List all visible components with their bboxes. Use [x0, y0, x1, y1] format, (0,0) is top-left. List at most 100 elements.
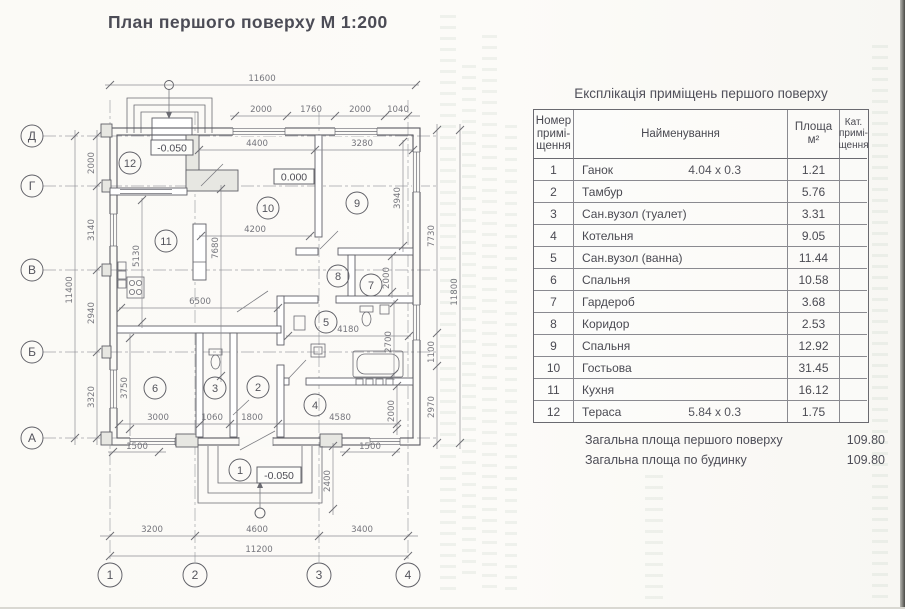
room-name: Гостьова [582, 360, 632, 375]
washbasin [293, 315, 306, 331]
floor-plan-drawing: 11600 2000 1760 2000 1040 11400 2000 3 1 4… [20, 74, 465, 588]
room-1-porch: 1 [237, 465, 243, 477]
room-name: Гардероб [582, 294, 635, 309]
table-row: 5 Сан.вузол (ванна) 11.44 [534, 247, 868, 269]
room-area: 1.75 [788, 401, 840, 422]
svg-text:7680: 7680 [211, 237, 221, 259]
axis-D: Д [28, 129, 36, 143]
room-name: Тамбур [582, 184, 623, 199]
room-area: 3.68 [788, 291, 840, 313]
svg-text:1760: 1760 [300, 105, 322, 115]
table-row: 11 Кухня 16.12 [534, 379, 868, 401]
room-8-corridor: 8 [335, 271, 341, 283]
room-3-wc: 3 [212, 383, 218, 395]
window-left-2 [109, 369, 118, 409]
room-12-terrace: 12 [124, 158, 136, 170]
svg-text:1800: 1800 [241, 413, 263, 423]
svg-text:2000: 2000 [349, 105, 371, 115]
svg-text:2000: 2000 [382, 267, 392, 289]
toilet-bathroom [359, 305, 374, 327]
svg-text:2400: 2400 [323, 470, 333, 492]
svg-text:1060: 1060 [201, 413, 223, 423]
bathtub [352, 350, 404, 386]
explication-table: Номер примі- щення Найменування Площа м²… [533, 109, 869, 423]
room-2-tambour: 2 [255, 382, 261, 394]
level-terrace: -0.050 [157, 143, 187, 155]
table-row: 2 Тамбур 5.76 [534, 181, 868, 203]
svg-text:3000: 3000 [147, 413, 169, 423]
dim-top-total: 11600 [248, 74, 275, 84]
svg-text:3280: 3280 [351, 139, 373, 149]
svg-text:4200: 4200 [244, 225, 266, 235]
table-row: 7 Гардероб 3.68 [534, 291, 868, 313]
interior-walls [109, 134, 414, 438]
room-name: Коридор [582, 316, 630, 331]
room-markers: 1 2 3 4 5 6 7 8 9 10 11 12 [118, 151, 383, 482]
page-title: План першого поверху М 1:200 [108, 12, 388, 32]
level-main: 0.000 [281, 172, 307, 184]
window-left-1 [109, 213, 118, 247]
svg-text:2970: 2970 [427, 396, 437, 418]
table-row: 9 Спальня 12.92 [534, 335, 868, 357]
room-4-boiler: 4 [312, 400, 318, 412]
room-area: 2.53 [788, 313, 840, 335]
header-category: Кат. примі- щення [838, 110, 869, 159]
windows [109, 127, 421, 451]
axis-1: 1 [107, 568, 114, 582]
axis-2: 2 [192, 568, 199, 582]
kitchen-stove [117, 261, 145, 299]
room-size-note: 5.84 x 0.3 [688, 404, 741, 419]
room-7-wardrobe: 7 [368, 280, 374, 292]
room-name: Сан.вузол (туалет) [582, 206, 687, 221]
axis-3: 3 [316, 568, 323, 582]
svg-text:1100: 1100 [427, 341, 437, 363]
room-area: 3.31 [788, 203, 840, 225]
window-bottom-2 [369, 437, 401, 446]
scan-edge-bottom [0, 607, 905, 609]
svg-text:3750: 3750 [120, 377, 130, 399]
svg-text:2940: 2940 [87, 302, 97, 324]
fixtures [117, 261, 404, 386]
room-name: Спальня [582, 338, 631, 353]
svg-text:4600: 4600 [246, 525, 268, 535]
header-number: Номер примі- щення [534, 110, 574, 159]
svg-text:3320: 3320 [87, 386, 97, 408]
window-right-1 [412, 151, 421, 193]
table-row: 8 Коридор 2.53 [534, 313, 868, 335]
room-area: 12.92 [788, 335, 840, 357]
room-name: Кухня [582, 382, 615, 397]
window-top-1 [232, 127, 286, 136]
svg-text:1040: 1040 [387, 105, 409, 115]
level-porch: -0.050 [264, 470, 294, 482]
axis-G: Г [29, 179, 36, 193]
axis-V: В [28, 263, 36, 277]
dimension-lines [70, 80, 465, 561]
table-row: 3 Сан.вузол (туалет) 3.31 [534, 203, 868, 225]
room-area: 9.05 [788, 225, 840, 247]
entrance-opening [238, 430, 276, 451]
table-row: 10 Гостьова 31.45 [534, 357, 868, 379]
dimension-texts: 11600 2000 1760 2000 1040 11400 2000 3 1 4… [65, 74, 460, 555]
level-marks: -0.050 0.000 -0.050 [150, 139, 315, 484]
scan-artifact [645, 470, 663, 600]
svg-text:1500: 1500 [126, 442, 148, 452]
svg-text:3200: 3200 [141, 525, 163, 535]
room-area: 16.12 [788, 379, 840, 401]
explication-section: Експлікація приміщень першого поверху Но… [533, 86, 885, 473]
room-area: 5.76 [788, 181, 840, 203]
window-top-2 [334, 127, 378, 136]
svg-text:2000: 2000 [387, 400, 397, 422]
svg-text:6500: 6500 [189, 297, 211, 307]
room-6-bedroom: 6 [152, 383, 158, 395]
room-11-kitchen: 11 [160, 236, 171, 248]
window-bottom-1 [129, 437, 176, 446]
svg-text:4580: 4580 [329, 413, 351, 423]
dim-left-total: 11400 [65, 276, 75, 303]
svg-text:3400: 3400 [351, 525, 373, 535]
svg-text:2000: 2000 [250, 105, 272, 115]
